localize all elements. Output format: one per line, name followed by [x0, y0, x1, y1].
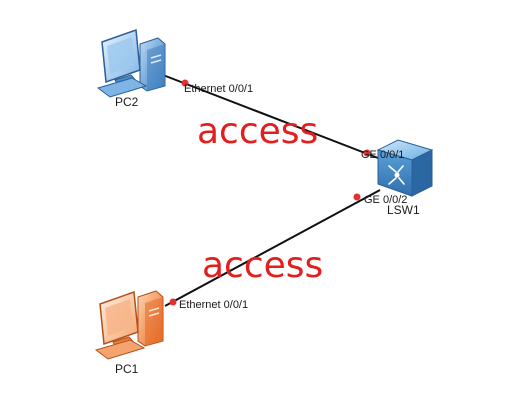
- lsw1-ge2-port-label: GE 0/0/2: [364, 194, 407, 206]
- port-dot-pc2-eth: [181, 79, 189, 87]
- switch-icon[interactable]: [376, 139, 434, 197]
- lsw1-label: LSW1: [387, 203, 420, 217]
- link-pc2-lsw1: [162, 74, 379, 159]
- pc1-port-label: Ethernet 0/0/1: [179, 299, 248, 311]
- link-mode-annotation-bottom: access: [202, 245, 323, 286]
- port-dot-pc1-eth: [169, 298, 177, 306]
- lsw1-ge1-port-label: GE 0/0/1: [361, 149, 404, 161]
- port-dot-lsw1-ge1: [363, 149, 371, 157]
- pc1-icon[interactable]: [94, 290, 164, 360]
- pc2-label: PC2: [115, 95, 139, 109]
- link-pc1-lsw1: [164, 189, 381, 307]
- port-dot-lsw1-ge2: [353, 193, 361, 201]
- link-mode-annotation-top: access: [197, 111, 318, 152]
- pc2-port-label: Ethernet 0/0/1: [184, 83, 253, 95]
- pc2-icon[interactable]: [96, 28, 166, 98]
- pc1-label: PC1: [115, 362, 139, 376]
